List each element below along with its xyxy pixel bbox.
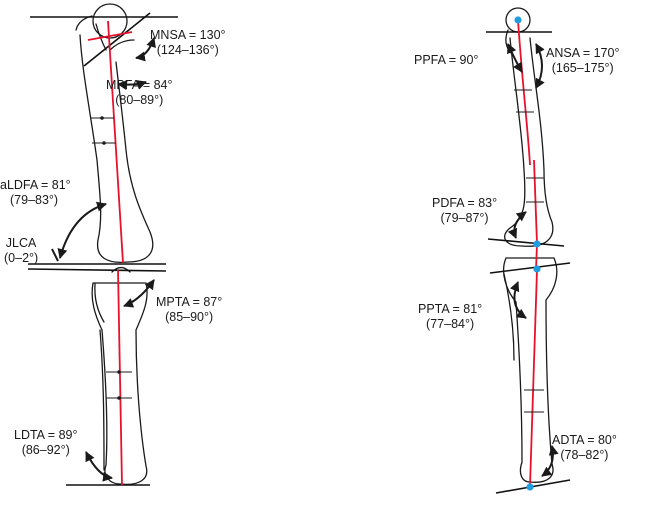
sagittal-angle-arrows bbox=[507, 43, 559, 477]
sagittal-tibial-axis bbox=[529, 269, 538, 487]
sagittal-reference-lines bbox=[486, 31, 571, 494]
neck-axis-red-segment bbox=[87, 31, 133, 41]
hip-center-marker bbox=[514, 16, 522, 24]
mpta-value: MPTA = 87° bbox=[156, 295, 223, 309]
sagittal-view bbox=[486, 7, 571, 494]
mpta-range: (85–90°) bbox=[165, 310, 214, 324]
tibia-outline bbox=[91, 282, 148, 486]
ankle-center-marker bbox=[526, 483, 534, 491]
frontal-measurement-marks bbox=[90, 116, 132, 400]
femoral-mechanical-axis bbox=[107, 20, 124, 264]
fibula-head-outline bbox=[94, 283, 105, 323]
pdfa-label: PDFA = 83° (79–87°) bbox=[432, 196, 497, 226]
knee-center-tibia-marker bbox=[533, 265, 541, 273]
mpfa-angle-arrow bbox=[117, 80, 147, 91]
tibial-mechanical-axis bbox=[117, 269, 123, 486]
mpta-label: MPTA = 87° (85–90°) bbox=[156, 295, 222, 325]
sagittal-femur-outline bbox=[504, 7, 554, 247]
ppfa-value: PPFA = 90° bbox=[414, 53, 479, 67]
mpta-angle-arrow bbox=[123, 279, 155, 308]
aldfa-angle-arrow bbox=[57, 201, 107, 259]
mpfa-range: (80–89°) bbox=[115, 93, 164, 107]
ansa-label: ANSA = 170° (165–175°) bbox=[546, 46, 619, 76]
sagittal-measurement-marks bbox=[514, 89, 544, 413]
ppta-range: (77–84°) bbox=[426, 317, 475, 331]
sagittal-tibia-outline-path bbox=[502, 257, 558, 483]
ansa-value: ANSA = 170° bbox=[546, 46, 620, 60]
ppfa-angle-arrow bbox=[507, 43, 523, 73]
adta-value: ADTA = 80° bbox=[552, 433, 617, 447]
pdfa-range: (79–87°) bbox=[440, 211, 489, 225]
ppta-value: PPTA = 81° bbox=[418, 302, 483, 316]
sagittal-femur-outline-path bbox=[504, 37, 554, 247]
sagittal-joint-centers bbox=[514, 16, 541, 491]
femoral-head-outline bbox=[92, 3, 128, 39]
aldfa-value: aLDFA = 81° bbox=[0, 178, 71, 192]
tibia-mark-dot-2 bbox=[117, 396, 121, 400]
adta-angle-arrow bbox=[541, 445, 559, 477]
adta-range: (78–82°) bbox=[560, 448, 609, 462]
sagittal-proximal-femur-axis bbox=[517, 19, 531, 166]
sagittal-distal-femur-line bbox=[487, 238, 565, 247]
jlca-value: JLCA bbox=[5, 236, 37, 250]
aldfa-range: (79–83°) bbox=[10, 193, 59, 207]
lesser-trochanter-outline bbox=[109, 39, 135, 51]
ansa-angle-arrow bbox=[535, 43, 545, 89]
tibia-mark-dot-1 bbox=[117, 370, 121, 374]
pdfa-value: PDFA = 83° bbox=[432, 196, 498, 210]
jlca-label: JLCA (0–2°) bbox=[4, 236, 38, 266]
mnsa-value: MNSA = 130° bbox=[150, 28, 226, 42]
ldta-angle-arrow bbox=[85, 451, 113, 482]
greater-trochanter-outline bbox=[75, 15, 93, 31]
ppfa-label: PPFA = 90° bbox=[414, 53, 478, 68]
sagittal-proximal-tibia-line bbox=[489, 262, 571, 274]
mpfa-label: MPFA = 84° (80–89°) bbox=[106, 78, 173, 108]
mnsa-label: MNSA = 130° (124–136°) bbox=[150, 28, 226, 58]
jlca-angle-arrow bbox=[51, 248, 59, 262]
proximal-tibia-joint-line bbox=[27, 268, 167, 272]
ldta-value: LDTA = 89° bbox=[14, 428, 78, 442]
femur-mark-dot-1 bbox=[100, 116, 104, 120]
mnsa-range: (124–136°) bbox=[156, 43, 219, 57]
femoral-neck-axis-line bbox=[83, 12, 151, 67]
ldta-range: (86–92°) bbox=[21, 443, 70, 457]
ppta-label: PPTA = 81° (77–84°) bbox=[418, 302, 482, 332]
mpfa-value: MPFA = 84° bbox=[106, 78, 173, 92]
frontal-angle-arrows bbox=[51, 37, 156, 482]
mnsa-angle-arrow bbox=[135, 37, 156, 62]
sagittal-tibia-outline bbox=[502, 257, 558, 483]
frontal-mechanical-axes bbox=[87, 20, 133, 486]
sagittal-fibula-outline bbox=[503, 273, 515, 361]
frontal-reference-lines bbox=[27, 12, 178, 486]
frontal-view bbox=[27, 3, 178, 486]
knee-center-femur-marker bbox=[533, 240, 541, 248]
ppta-angle-arrow bbox=[509, 281, 527, 319]
ldta-label: LDTA = 89° (86–92°) bbox=[14, 428, 77, 458]
jlca-range: (0–2°) bbox=[4, 251, 39, 265]
adta-label: ADTA = 80° (78–82°) bbox=[552, 433, 617, 463]
femur-mark-dot-2 bbox=[102, 141, 106, 145]
aldfa-label: aLDFA = 81° (79–83°) bbox=[0, 178, 71, 208]
femur-outline bbox=[79, 34, 154, 264]
ansa-range: (165–175°) bbox=[551, 61, 614, 75]
pdfa-angle-arrow bbox=[507, 211, 527, 239]
